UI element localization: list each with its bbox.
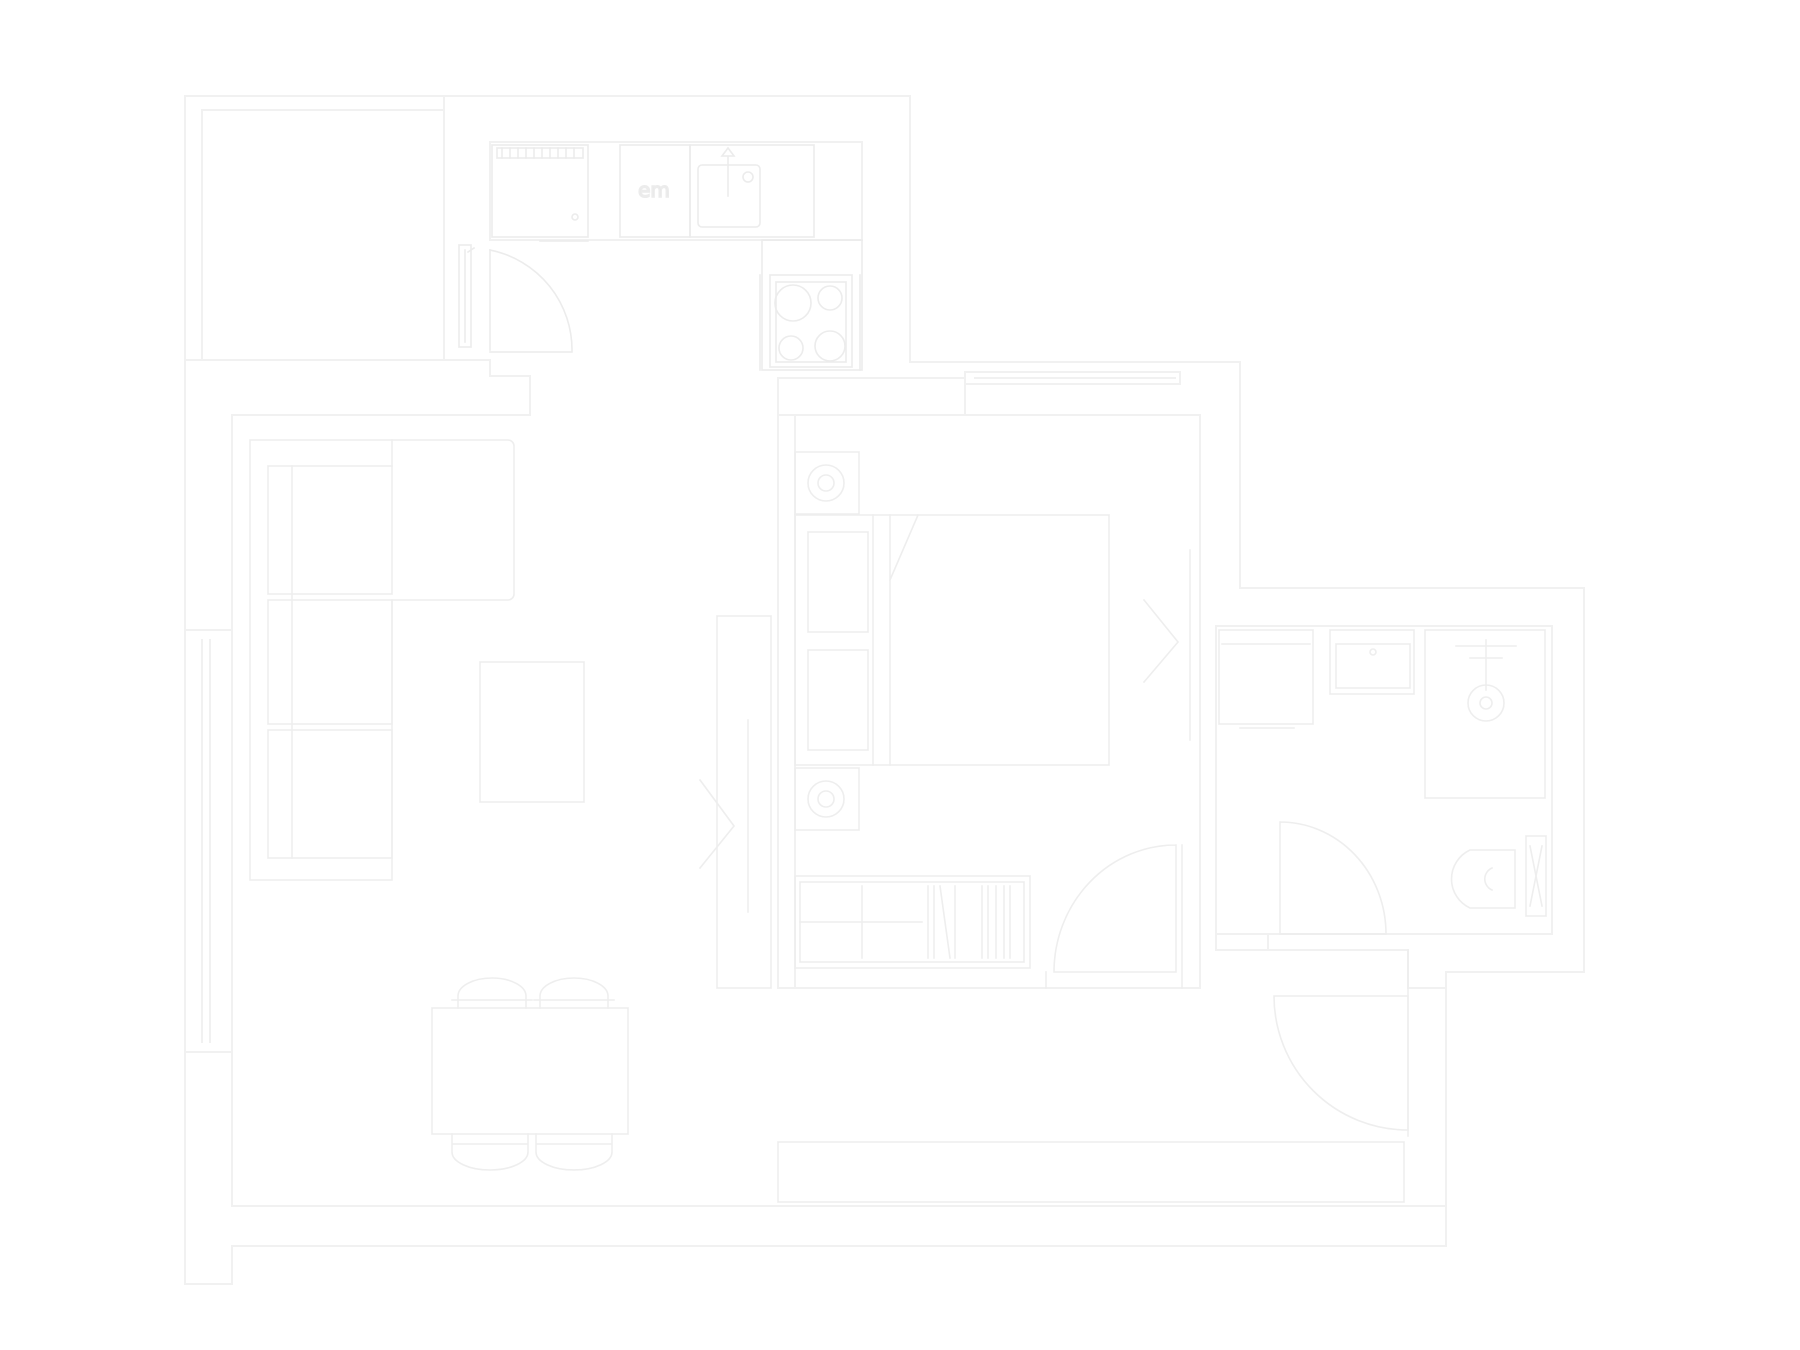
- pillow-2: [807, 649, 869, 751]
- tv-console: [716, 615, 772, 989]
- lamp-bottom-inner: [817, 790, 835, 808]
- entry-door-swing: [1273, 995, 1409, 1131]
- wardrobe-hangers: [927, 885, 1011, 959]
- nightstand-bottom: [794, 767, 860, 831]
- living-area: [249, 439, 772, 989]
- bath-sink-cabinet: [1329, 629, 1415, 695]
- bedroom: [794, 451, 1191, 989]
- wardrobe-rail: [799, 885, 923, 959]
- pillow-1: [807, 531, 869, 633]
- burner-large: [774, 284, 812, 322]
- bathroom: [1218, 629, 1547, 935]
- stove-inner: [775, 281, 847, 363]
- sink-cabinet: [689, 144, 815, 238]
- lamp-top: [807, 464, 845, 502]
- fridge: [491, 144, 589, 238]
- bedroom-tv-arrow: [1142, 598, 1180, 684]
- chair-bottom-left: [451, 1133, 529, 1171]
- lamp-top-inner: [817, 474, 835, 492]
- bathroom-partition: [1215, 933, 1447, 989]
- storage-room-wall: [201, 109, 445, 361]
- storage-door: [458, 244, 573, 353]
- bedroom-wall: [777, 414, 1199, 989]
- burner-medium: [814, 330, 846, 362]
- burner-small-top: [817, 285, 843, 311]
- bath-sink-drain: [1369, 648, 1377, 656]
- toilet-seat: [1484, 866, 1494, 892]
- shower-drain-inner: [1479, 696, 1493, 710]
- bathroom-door-swing: [1279, 821, 1387, 935]
- burner-small-bottom: [778, 335, 804, 361]
- shelf-unit: [458, 244, 472, 348]
- fridge-vent: [496, 147, 584, 159]
- shower-tray: [1424, 629, 1546, 799]
- duvet-fold: [872, 513, 920, 766]
- bed: [794, 514, 1110, 766]
- bedroom-door-swing: [1053, 844, 1177, 973]
- shower-head: [1455, 639, 1517, 691]
- kitchen-counter-back: [489, 141, 863, 241]
- storage-stub: [489, 359, 531, 416]
- sofa-cushion-1: [267, 465, 393, 595]
- kitchen-sink: [697, 164, 761, 228]
- bedroom-window: [964, 371, 1181, 385]
- entry: [777, 949, 1409, 1203]
- left-window-frame: [184, 629, 233, 1053]
- sofa-cushion-3: [267, 729, 393, 859]
- kitchen: em: [491, 144, 863, 371]
- sink-drain: [742, 171, 754, 183]
- dining-area: [431, 977, 629, 1171]
- bath-sink: [1335, 643, 1411, 689]
- dining-table: [431, 1007, 629, 1135]
- outer-wall: [184, 95, 1585, 1285]
- fridge-knob: [571, 213, 579, 221]
- coffee-table: [479, 661, 585, 803]
- stove-cabinet: [761, 239, 863, 371]
- sofa-outline: [249, 439, 515, 881]
- washer-label: em: [638, 178, 670, 202]
- door-swing: [489, 249, 573, 353]
- stove: [769, 274, 853, 368]
- lamp-bottom: [807, 780, 845, 818]
- walls: [184, 95, 1585, 1285]
- shelf-hook: [466, 246, 476, 254]
- bathroom-wall: [1215, 625, 1553, 935]
- bedroom-alcove: [777, 377, 966, 416]
- chair-top-left: [451, 977, 533, 1009]
- chair-bottom-right: [535, 1133, 613, 1171]
- toilet-bowl: [1450, 849, 1516, 909]
- chair-top-right: [533, 977, 615, 1009]
- fridge-vent-hatch: [501, 147, 575, 159]
- hall-console: [777, 1141, 1405, 1203]
- wardrobe: [794, 875, 1031, 969]
- sink-faucet: [720, 146, 736, 197]
- sofa-cushion-2: [267, 599, 393, 725]
- toilet-flush: [1529, 845, 1543, 907]
- tv-wall-arrow: [698, 778, 736, 870]
- nightstand-top: [794, 451, 860, 515]
- toilet-tank: [1525, 835, 1547, 917]
- bath-cabinet: [1218, 629, 1314, 725]
